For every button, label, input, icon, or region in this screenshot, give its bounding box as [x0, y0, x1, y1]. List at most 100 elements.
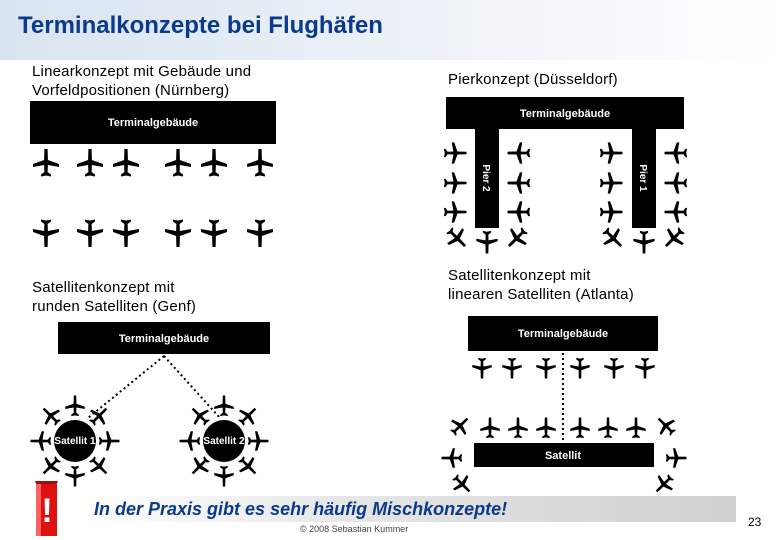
linear-label-line-1: Linearkonzept mit Gebäude und: [32, 63, 252, 80]
airplane-icon: [447, 469, 477, 499]
tunnel-to-satellite-1: [87, 355, 165, 419]
satellite-1: Satellit 1: [30, 395, 120, 487]
airplane-icon: [599, 142, 623, 164]
airplane-icon: [507, 201, 531, 223]
airplane-icon: [664, 172, 688, 194]
airplane-icon: [443, 142, 467, 164]
linear-satellite-concept-label: Satellitenkonzept mit linearen Satellite…: [448, 266, 634, 304]
pier-2-label: Pier 2: [480, 164, 491, 192]
pier-2: [475, 128, 499, 228]
round-satellite-concept-diagram: Terminalgebäude Satellit 1 Satellit 2: [30, 322, 270, 487]
round-satellite-label-line-2: runden Satelliten (Genf): [32, 298, 197, 315]
satellite-2-label: Satellit 2: [203, 436, 245, 447]
airplane-icon: [597, 222, 629, 254]
airplane-icon: [536, 417, 556, 439]
airplane-icon: [98, 431, 120, 451]
round-satellite-concept-label: Satellitenkonzept mit runden Satelliten …: [32, 278, 196, 316]
apron-row-lower: [33, 219, 273, 247]
airplane-icon: [626, 417, 646, 439]
tunnel-to-satellite-2: [163, 355, 221, 419]
airplane-icon: [65, 465, 85, 487]
airplane-icon: [599, 172, 623, 194]
airplane-icon: [501, 222, 533, 254]
airplane-icon: [165, 219, 191, 247]
airplane-icon: [480, 417, 500, 439]
airplane-icon: [598, 417, 618, 439]
linear-concept-label: Linearkonzept mit Gebäude und Vorfeldpos…: [32, 62, 251, 100]
airplane-icon: [214, 395, 234, 417]
satellite-building: [474, 443, 654, 467]
airplane-icon: [443, 201, 467, 223]
airplane-icon: [33, 149, 59, 177]
airplane-icon: [441, 222, 473, 254]
airplane-icon: [201, 149, 227, 177]
airplane-icon: [247, 149, 273, 177]
warning-mark: !: [41, 492, 52, 530]
warning-icon: !: [35, 481, 58, 536]
title-bar: [0, 0, 780, 60]
airplane-icon: [179, 431, 201, 451]
linear-satellite-concept-diagram: Terminalgebäude Satellit: [441, 316, 687, 499]
airplane-icon: [502, 357, 522, 379]
pier-1-label: Pier 1: [637, 164, 648, 192]
terminal-building-label: Terminalgebäude: [108, 117, 198, 129]
airplane-icon: [113, 219, 139, 247]
airplane-icon: [443, 172, 467, 194]
airplane-icon: [77, 219, 103, 247]
satellite-label: Satellit: [545, 450, 581, 462]
terminal-building: [446, 97, 684, 129]
linear-satellite-label-line-2: linearen Satelliten (Atlanta): [448, 286, 634, 303]
airplane-icon: [214, 465, 234, 487]
satellite-2-building: [203, 420, 245, 462]
linear-label-line-2: Vorfeldpositionen (Nürnberg): [32, 82, 230, 99]
airplane-icon: [441, 448, 463, 468]
satellite-gates-upper-row: [445, 411, 681, 441]
terminal-building-label: Terminalgebäude: [119, 333, 209, 345]
apron-row-upper: [33, 149, 273, 177]
terminal-building: [30, 101, 276, 144]
airplane-icon: [247, 219, 273, 247]
pier-concept-label: Pierkonzept (Düsseldorf): [448, 71, 618, 88]
airplane-icon: [570, 417, 590, 439]
terminal-building-label: Terminalgebäude: [518, 328, 608, 340]
pier-1: [632, 128, 656, 228]
linear-satellite-label-line-1: Satellitenkonzept mit: [448, 267, 591, 284]
airplane-icon: [664, 142, 688, 164]
airplane-icon: [77, 149, 103, 177]
airplane-icon: [30, 431, 52, 451]
airplane-icon: [476, 230, 498, 254]
round-satellite-label-line-1: Satellitenkonzept mit: [32, 279, 175, 296]
airplane-icon: [633, 230, 655, 254]
satellite-2: Satellit 2: [179, 395, 269, 487]
airplane-icon: [113, 149, 139, 177]
copyright-notice: © 2008 Sebastian Kummer: [300, 524, 409, 534]
airplane-icon: [165, 149, 191, 177]
terminal-building: [58, 322, 270, 354]
airplane-icon: [649, 469, 679, 499]
airplane-icon: [507, 172, 531, 194]
airplane-icon: [665, 448, 687, 468]
airplane-icon: [472, 357, 492, 379]
airplane-icon: [664, 201, 688, 223]
terminal-building: [468, 316, 658, 351]
airplane-icon: [247, 431, 269, 451]
satellite-1-building: [54, 420, 96, 462]
airplane-icon: [536, 357, 556, 379]
airplane-icon: [658, 222, 690, 254]
airplane-icon: [604, 357, 624, 379]
linear-concept-diagram: Terminalgebäude: [30, 101, 276, 247]
pier-concept-diagram: Terminalgebäude Pier 2 Pier 1: [441, 97, 690, 254]
airplane-icon: [508, 417, 528, 439]
satellite-1-label: Satellit 1: [54, 436, 96, 447]
airplane-icon: [635, 357, 655, 379]
airplane-icon: [65, 395, 85, 417]
airplane-icon: [651, 411, 681, 441]
airplane-icon: [445, 411, 475, 441]
page-number: 23: [748, 515, 762, 529]
airplane-icon: [599, 201, 623, 223]
terminal-building-label: Terminalgebäude: [520, 108, 610, 120]
airplane-icon: [33, 219, 59, 247]
airplane-icon: [201, 219, 227, 247]
slide-title: Terminalkonzepte bei Flughäfen: [18, 12, 383, 39]
